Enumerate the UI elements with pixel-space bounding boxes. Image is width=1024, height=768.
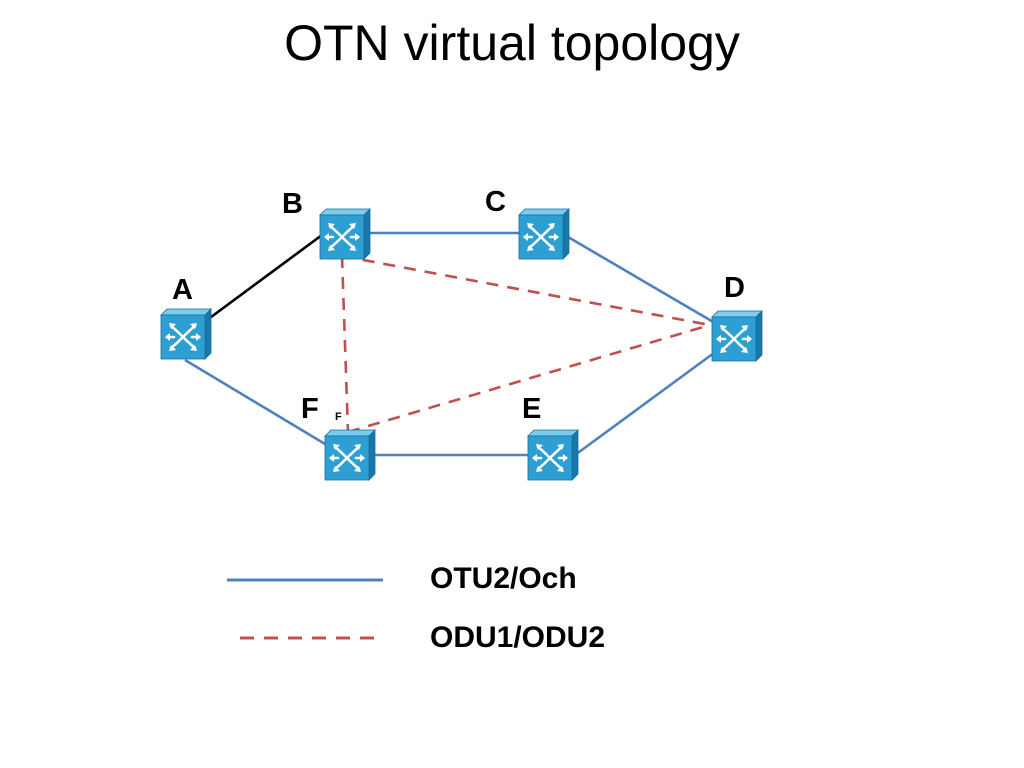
link-b-d bbox=[341, 254, 711, 327]
link-b-f bbox=[340, 255, 350, 433]
switch-icon bbox=[710, 309, 764, 363]
node-c[interactable]: C bbox=[485, 186, 571, 261]
node-b[interactable]: B bbox=[282, 188, 372, 261]
node-label: F bbox=[301, 393, 319, 425]
switch-icon bbox=[323, 428, 377, 482]
link-c-d bbox=[567, 235, 716, 325]
node-label: C bbox=[485, 186, 506, 218]
node-a[interactable]: A bbox=[159, 274, 213, 361]
switch-icon bbox=[526, 428, 580, 482]
node-sublabel: F bbox=[335, 411, 342, 423]
switch-icon bbox=[517, 207, 571, 261]
page-title: OTN virtual topology bbox=[284, 15, 740, 71]
node-label: D bbox=[724, 272, 745, 304]
node-e[interactable]: E bbox=[522, 393, 580, 482]
link-a-b bbox=[202, 233, 323, 325]
link-e-d bbox=[574, 348, 719, 457]
switch-icon bbox=[159, 307, 213, 361]
switch-icon bbox=[318, 207, 372, 261]
link-a-f bbox=[184, 358, 331, 449]
legend: OTU2/Och ODU1/ODU2 bbox=[227, 562, 605, 654]
links bbox=[184, 231, 719, 457]
node-label: E bbox=[522, 393, 541, 425]
node-label: A bbox=[172, 274, 193, 306]
node-label: B bbox=[282, 188, 303, 220]
node-f[interactable]: F F bbox=[301, 393, 377, 482]
legend-label-odu: ODU1/ODU2 bbox=[430, 621, 605, 654]
legend-label-otu: OTU2/Och bbox=[430, 562, 577, 595]
node-d[interactable]: D bbox=[710, 272, 764, 363]
